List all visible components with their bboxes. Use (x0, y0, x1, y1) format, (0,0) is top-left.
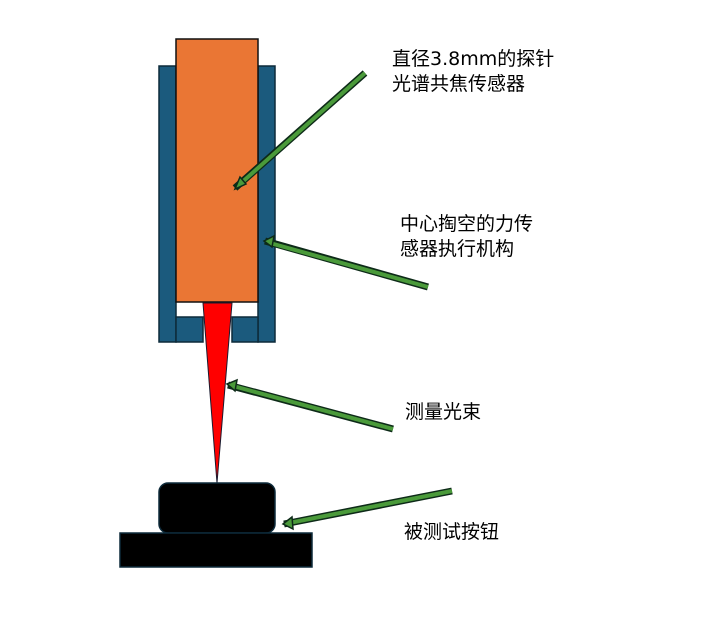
housing-right-wall (257, 65, 276, 343)
arrow-left-icon (262, 234, 429, 291)
test-button (158, 482, 276, 534)
housing-bottom-left (175, 316, 204, 343)
probe-label: 直径3.8mm的探针 光谱共焦传感器 (392, 47, 554, 97)
probe-label-line-2: 光谱共焦传感器 (392, 73, 526, 95)
measuring-beam (202, 302, 233, 484)
housing-left-wall (158, 65, 177, 343)
actuator-label: 中心掏空的力传 感器执行机构 (400, 212, 533, 262)
probe-body (175, 38, 259, 303)
arrow-left-icon (281, 487, 453, 531)
actuator-label-line-1: 中心掏空的力传 (400, 213, 534, 235)
actuator-label-line-2: 感器执行机构 (400, 238, 515, 260)
button-label: 被测试按钮 (404, 520, 499, 545)
button-label-text: 被测试按钮 (404, 521, 500, 543)
arrow-left-icon (225, 378, 394, 433)
housing-bottom-right (231, 316, 259, 343)
beam-label-text: 测量光束 (405, 401, 482, 423)
base-plate (119, 532, 313, 568)
beam-label: 测量光束 (405, 400, 481, 425)
arrow-left-icon (232, 70, 368, 191)
probe-label-line-1: 直径3.8mm的探针 (392, 48, 555, 70)
